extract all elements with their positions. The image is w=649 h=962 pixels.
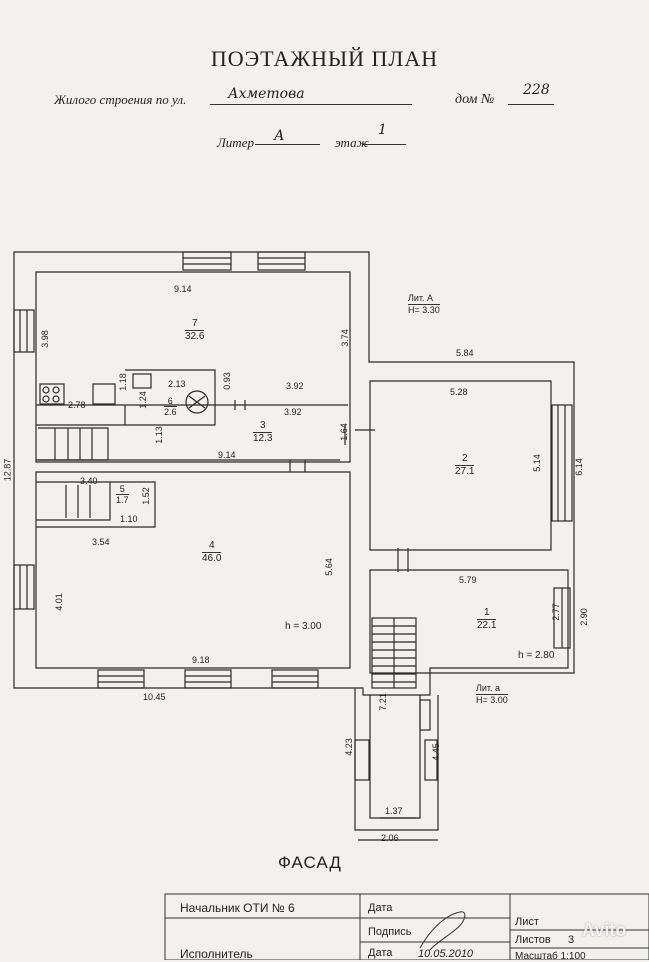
sheets-value: 3 [568, 934, 575, 946]
dim-label: 3.98 [39, 330, 50, 348]
dim-label: 5.28 [450, 387, 468, 397]
street-value: Ахметова [228, 86, 305, 102]
dim-label: 5.79 [459, 575, 477, 585]
house-underline [508, 88, 554, 105]
liter-label: Литер [217, 135, 254, 150]
dim-label: 12.87 [2, 458, 13, 482]
floor-underline [362, 130, 406, 145]
dim-label: 4.45 [430, 743, 441, 761]
dim-label: 1.24 [137, 391, 148, 409]
room-1-wall [369, 569, 569, 674]
dim-label: 4.01 [53, 593, 64, 611]
page-title: ПОЭТАЖНЫЙ ПЛАН [210, 46, 439, 71]
liter-value: А [274, 128, 285, 144]
dim-label: 9.14 [218, 450, 236, 460]
dim-label: 2.13 [168, 379, 186, 389]
room-5-box [36, 481, 156, 528]
facade-label: ФАСАД [278, 853, 342, 872]
room-1-height: h = 2.80 [518, 650, 555, 661]
dim-label: 7.21 [377, 693, 388, 711]
dim-label: 9.14 [174, 284, 192, 294]
dim-label: 5.64 [323, 558, 334, 576]
dim-label: 3.74 [339, 329, 350, 347]
dim-label: 2.78 [68, 400, 86, 410]
dim-label: 6.14 [573, 458, 584, 476]
dim-label: 0.93 [221, 372, 232, 390]
street-underline [210, 88, 412, 105]
dim-label: 2.90 [578, 608, 589, 626]
dim-label: 2.77 [550, 603, 561, 621]
room-7-wall [35, 271, 351, 463]
sign-label: Подпись [368, 926, 412, 938]
date-value: 10.05.2010 [418, 948, 474, 960]
floor-value: 1 [378, 122, 387, 138]
dim-label: 10.45 [143, 692, 166, 702]
dim-label: 4.23 [343, 738, 354, 756]
dim-label: 1.18 [117, 373, 128, 391]
dim-label: 1.10 [120, 514, 138, 524]
date-label: Дата [368, 902, 393, 914]
height-a-note: H= 3.30 [408, 304, 440, 315]
dim-label: 9.18 [192, 655, 210, 665]
dim-label: 2.06 [381, 833, 399, 843]
street-label: Жилого строения по ул. [54, 92, 187, 107]
dim-label: 3.54 [92, 537, 110, 547]
liter-a-note: Лит. А [408, 293, 434, 303]
liter-small-a-note: Лит. а [476, 683, 501, 693]
house-number: 228 [523, 82, 550, 98]
room-6-box [125, 369, 216, 426]
sheet-label: Лист [515, 916, 539, 928]
executor-label: Исполнитель [180, 947, 253, 961]
dim-label: 5.14 [531, 454, 542, 472]
house-label: дом № [455, 92, 495, 107]
dim-label: 1.64 [338, 423, 349, 441]
dim-label: 3.92 [284, 407, 302, 417]
dim-label: 1.52 [140, 487, 151, 505]
room-2-wall [369, 380, 552, 551]
dim-label: 5.84 [456, 348, 474, 358]
height-small-a-note: H= 3.00 [476, 694, 508, 705]
scale-label: Масштаб 1:100 [515, 951, 586, 962]
avito-watermark: Avito [582, 920, 627, 940]
liter-underline [255, 130, 320, 145]
title-block-frame [164, 893, 649, 960]
sheets-label: Листов [515, 934, 551, 946]
room-4-wall [35, 471, 351, 669]
dim-label: 3.92 [286, 381, 304, 391]
floor-label: этаж [335, 135, 369, 150]
room-4-height: h = 3.00 [285, 621, 322, 632]
head-label: Начальник ОТИ № 6 [180, 901, 295, 915]
dim-label: 1.13 [153, 426, 164, 444]
date-label-2: Дата [368, 947, 393, 959]
dim-label: 1.37 [385, 806, 403, 816]
dim-label: 3.40 [80, 476, 98, 486]
